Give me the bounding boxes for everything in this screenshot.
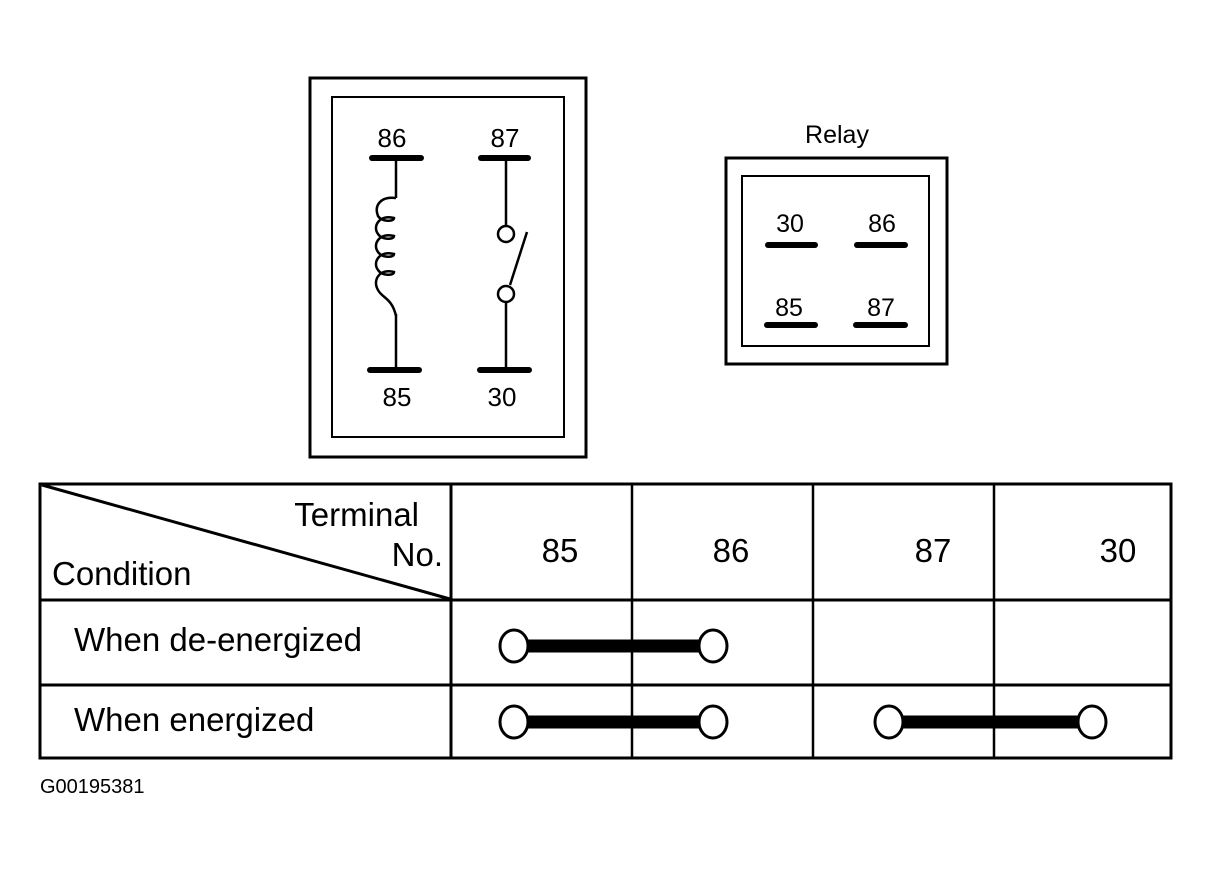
schematic-outer-border [308,76,588,459]
terminal-node-85 [498,628,530,664]
continuity-table: Terminal No. Condition 85 86 87 30 When … [38,482,1173,760]
header-no: No. [392,536,443,573]
schematic-label-86: 86 [378,123,407,153]
row-label-de-energized: When de-energized [74,621,362,658]
continuity-marks [498,628,1108,740]
schematic-label-85: 85 [383,382,412,412]
terminal-node-86 [697,704,729,740]
schematic-label-87: 87 [491,123,520,153]
schematic-inner-border [331,96,565,438]
coil-icon [374,158,398,370]
table-border [38,482,1173,760]
column-header-87: 87 [915,532,952,569]
connector-label-85: 85 [775,294,803,322]
connector-outer-border [724,156,949,366]
switch-contact-icon [496,158,529,370]
connector-label-86: 86 [868,210,896,238]
relay-schematic: 86 87 85 30 [308,76,588,459]
terminal-node-86 [697,628,729,664]
column-header-30: 30 [1100,532,1137,569]
connector-label-30: 30 [776,210,804,238]
header-condition: Condition [52,555,191,592]
column-header-85: 85 [542,532,579,569]
row-label-energized: When energized [74,701,314,738]
relay-connector: Relay 30 86 85 87 [724,121,949,366]
terminal-node-30 [1076,704,1108,740]
figure-id: G00195381 [40,776,145,798]
column-header-86: 86 [713,532,750,569]
terminal-node-87 [873,704,905,740]
header-terminal: Terminal [294,496,419,533]
schematic-label-30: 30 [488,382,517,412]
header-diagonal [41,483,451,601]
connector-label-87: 87 [867,294,895,322]
terminal-node-85 [498,704,530,740]
connector-inner-border [741,175,930,347]
relay-title: Relay [805,121,869,149]
